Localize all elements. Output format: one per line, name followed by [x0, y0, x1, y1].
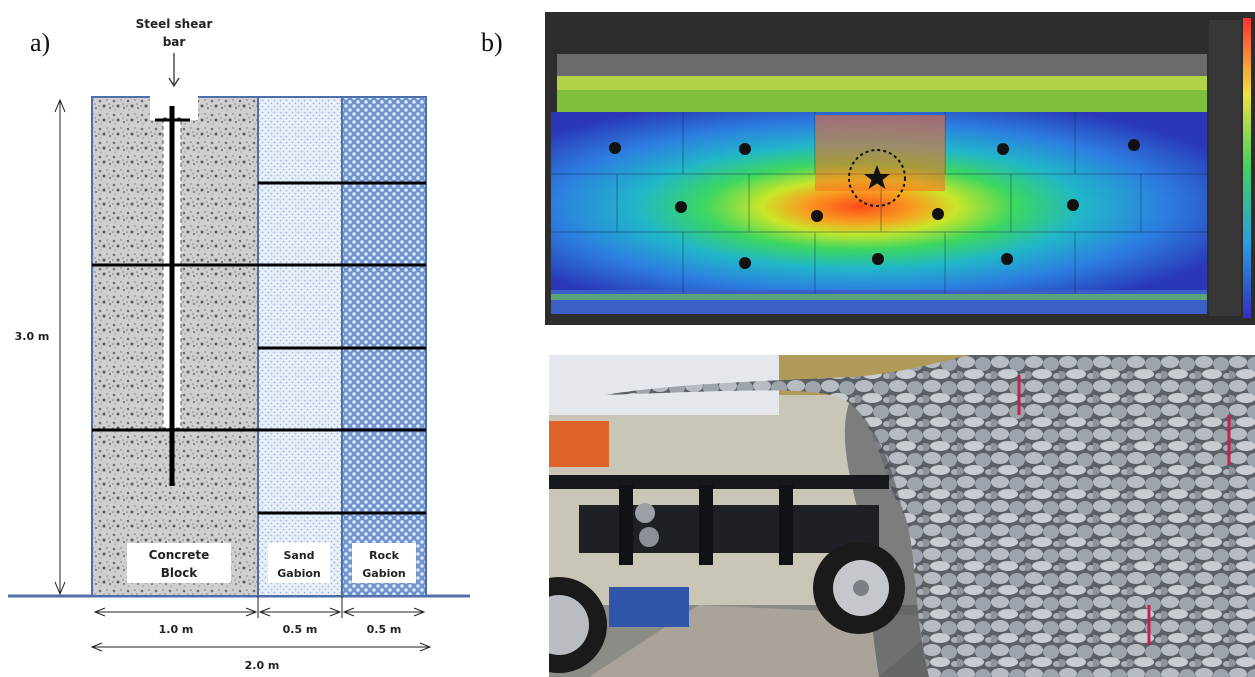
hydraulic-cylinder	[635, 503, 655, 523]
measurement-point	[1001, 253, 1013, 265]
sand-label-box	[268, 543, 330, 583]
contour-map-image	[545, 12, 1255, 325]
load-point-star	[864, 165, 890, 189]
loading-frame-post	[699, 485, 713, 565]
load-point-circle	[848, 149, 906, 207]
dim-arrowhead	[90, 642, 103, 652]
measurement-point	[739, 143, 751, 155]
measurement-point	[997, 143, 1009, 155]
dim-rock-label: 0.5 m	[367, 623, 402, 636]
sand-label-line1: Sand	[283, 549, 314, 562]
height-arrow-bottom	[54, 581, 66, 596]
measurement-point	[872, 253, 884, 265]
panel-b-label: b)	[481, 28, 503, 57]
gabion-wall	[604, 355, 1255, 677]
hydraulic-cylinder	[639, 527, 659, 547]
dim-arrowhead	[245, 607, 258, 617]
concrete-label-line2: Block	[161, 566, 199, 580]
dim-arrowhead	[93, 607, 106, 617]
measurement-point	[1067, 199, 1079, 211]
measurement-markers	[609, 139, 1140, 269]
bottom-color-band	[551, 290, 1207, 314]
gabion-wall-photo	[549, 355, 1255, 677]
bottom-green-streak	[551, 294, 1207, 300]
wheel-hub	[853, 580, 869, 596]
gabion-section-diagram: Steel shear bar 3.0 m Concrete Block San…	[8, 17, 470, 672]
gabion-bulge	[844, 403, 929, 677]
dim-arrowhead	[342, 607, 355, 617]
dim-arrowhead	[329, 607, 342, 617]
dim-arrowhead	[258, 607, 271, 617]
gabion-wall-photo-svg	[549, 355, 1255, 677]
contour-map-svg	[545, 12, 1255, 325]
measurement-point	[932, 208, 944, 220]
rock-label-box	[352, 543, 416, 583]
loading-frame-post	[779, 485, 793, 565]
steel-bar-label-line1: Steel shear	[136, 17, 213, 31]
dim-total-label: 2.0 m	[245, 659, 280, 672]
measurement-point	[811, 210, 823, 222]
steel-bar-arrowhead	[168, 77, 180, 88]
dim-sand-label: 0.5 m	[283, 623, 318, 636]
steel-bar-label-line2: bar	[163, 35, 186, 49]
dim-arrowhead	[413, 607, 426, 617]
concrete-label-line1: Concrete	[149, 548, 210, 562]
orange-barrier	[549, 421, 609, 467]
height-arrow-top	[54, 98, 66, 113]
color-scale-bar	[1243, 18, 1251, 318]
loading-frame-post	[619, 485, 633, 565]
concrete-label-box	[127, 543, 231, 583]
loading-frame-beam	[549, 475, 889, 489]
measurement-point	[609, 142, 621, 154]
measurement-point	[675, 201, 687, 213]
dim-concrete-label: 1.0 m	[159, 623, 194, 636]
rock-label-line1: Rock	[369, 549, 400, 562]
dim-arrowhead	[419, 642, 432, 652]
load-cell-base	[609, 587, 689, 627]
measurement-point	[1128, 139, 1140, 151]
rock-label-line2: Gabion	[362, 567, 405, 580]
left-wheel-rim	[549, 595, 589, 655]
sand-label-line2: Gabion	[277, 567, 320, 580]
panel-a-label: a)	[30, 28, 51, 57]
measurement-point	[739, 257, 751, 269]
color-scale-labels	[1209, 20, 1241, 316]
top-color-band-upper	[557, 76, 1207, 90]
height-label: 3.0 m	[15, 330, 50, 343]
